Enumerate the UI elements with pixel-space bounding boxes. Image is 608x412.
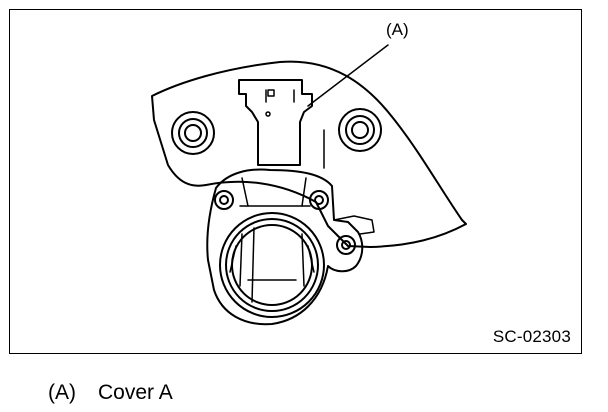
- legend: (A) Cover A: [48, 381, 173, 405]
- main-bore-outer: [219, 212, 325, 318]
- legend-label: Cover A: [98, 381, 173, 404]
- callout-leader: [307, 44, 389, 107]
- left-boss: [171, 111, 215, 155]
- terminal-bracket: [238, 79, 313, 166]
- right-boss: [338, 108, 382, 152]
- figure-frame: SC-02303: [9, 9, 582, 354]
- legend-key: (A): [48, 381, 76, 404]
- housing-body: [206, 168, 364, 326]
- figure-code: SC-02303: [492, 327, 571, 346]
- starter-cover-drawing: [151, 44, 467, 326]
- cover-a-outline: [151, 60, 467, 248]
- callout-label: (A): [386, 20, 409, 39]
